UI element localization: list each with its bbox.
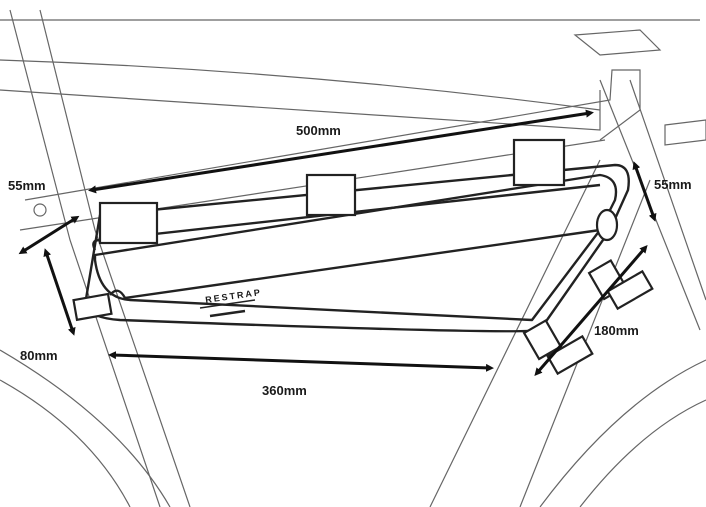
arrow-rear-depth — [43, 248, 76, 336]
arrow-front-length — [534, 244, 648, 377]
label-bottom-length: 360mm — [262, 383, 307, 398]
bike-frame — [0, 9, 706, 507]
label-rear-depth: 80mm — [20, 348, 58, 363]
label-top-length: 500mm — [296, 123, 341, 138]
arrow-front-height — [632, 161, 657, 222]
dimension-arrows — [18, 109, 657, 377]
label-rear-height: 55mm — [8, 178, 46, 193]
arrow-rear-height — [18, 215, 80, 255]
label-front-length: 180mm — [594, 323, 639, 338]
label-front-height: 55mm — [654, 177, 692, 192]
arrow-bottom-length — [108, 351, 494, 372]
arrow-top-length — [88, 109, 594, 194]
